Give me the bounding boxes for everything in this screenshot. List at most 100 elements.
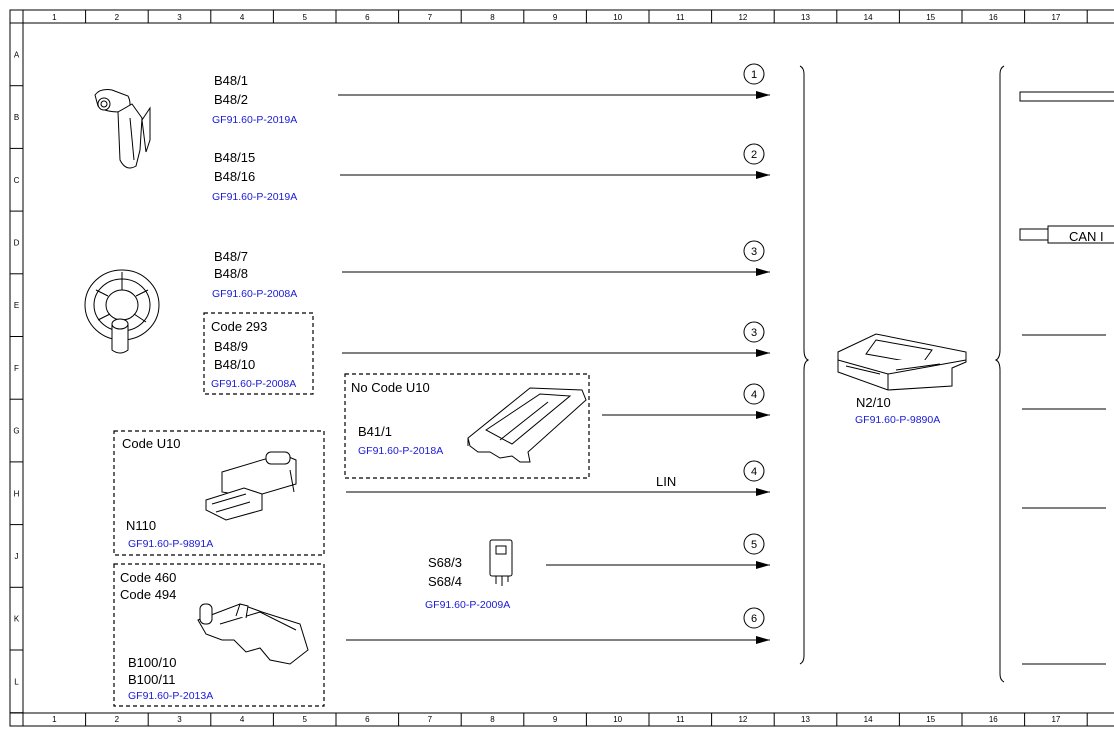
component-label: B48/8 [214, 266, 248, 281]
signal-lines [338, 91, 770, 644]
document-reference: GF91.60-P-2019A [212, 191, 297, 203]
input-brace [799, 65, 810, 665]
grid-column-label: 8 [490, 13, 495, 22]
document-reference: GF91.60-P-2018A [358, 445, 443, 457]
option-code-label: No Code U10 [351, 380, 430, 395]
grid-column-label: 1 [52, 13, 57, 22]
option-code-label: Code U10 [122, 436, 181, 451]
grid-column-label: 3 [177, 715, 182, 724]
grid-column-label: 10 [613, 715, 622, 724]
component-label: B48/15 [214, 150, 255, 165]
control-unit-reference: GF91.60-P-9890A [855, 414, 940, 426]
document-reference: GF91.60-P-2013A [128, 690, 213, 702]
grid-row-label: H [14, 489, 20, 498]
signal-number-2: 2 [751, 149, 757, 161]
component-label: B48/1 [214, 73, 248, 88]
option-code-label: Code 494 [120, 587, 176, 602]
can-bus-connector [1019, 228, 1049, 241]
grid-column-label: 17 [1051, 13, 1060, 22]
output-bus-connector-1 [1019, 91, 1114, 102]
signal-number-badge-3a [743, 240, 765, 262]
signal-number-3b: 3 [751, 327, 757, 339]
grid-column-label: 14 [864, 13, 873, 22]
grid-column-label: 16 [989, 13, 998, 22]
grid-column-label: 5 [302, 13, 307, 22]
option-code-label: Code 293 [211, 319, 267, 334]
grid-row-label: E [14, 301, 19, 310]
grid-column-label: 7 [428, 715, 433, 724]
grid-row-label: F [14, 364, 19, 373]
can-bus-label-box [1047, 225, 1114, 244]
component-label: B48/10 [214, 357, 255, 372]
steering-angle-sensor-illustration [84, 269, 160, 354]
signal-number-badge-6 [743, 607, 765, 629]
grid-column-label: 16 [989, 715, 998, 724]
signal-number-1: 1 [751, 69, 757, 81]
seat-belt-buckle-illustration [489, 539, 513, 586]
grid-row-label: L [14, 677, 19, 686]
signal-number-badge-2 [743, 143, 765, 165]
grid-column-label: 6 [365, 13, 370, 22]
component-label: S68/4 [428, 574, 462, 589]
grid-column-label: 10 [613, 13, 622, 22]
component-label: B48/7 [214, 249, 248, 264]
component-label: B48/2 [214, 92, 248, 107]
document-reference: GF91.60-P-2009A [425, 599, 510, 611]
grid-column-label: 8 [490, 715, 495, 724]
option-code-label: Code 460 [120, 570, 176, 585]
grid-column-label: 4 [240, 13, 245, 22]
grid-column-label: 11 [676, 715, 685, 724]
grid-column-label: 5 [302, 715, 307, 724]
can-bus-label: CAN I [1069, 229, 1104, 244]
document-reference: GF91.60-P-2008A [212, 288, 297, 300]
grid-row-label: A [14, 50, 20, 59]
grid-row-label: K [14, 615, 20, 624]
grid-row-label: B [14, 113, 19, 122]
control-unit-label: N2/10 [856, 395, 891, 410]
grid-column-label: 11 [676, 13, 685, 22]
signal-number-badge-1 [743, 63, 765, 85]
signal-number-badge-3b [743, 321, 765, 343]
b41-1-sensor-illustration [467, 387, 587, 463]
grid-column-label: 15 [926, 715, 935, 724]
steering-column-switch-illustration [94, 89, 151, 169]
signal-number-5: 5 [751, 539, 757, 551]
signal-number-badge-4a [743, 383, 765, 405]
component-label: N110 [126, 518, 156, 533]
grid-row-label: J [15, 552, 19, 561]
document-reference: GF91.60-P-2019A [212, 114, 297, 126]
grid-column-label: 3 [177, 13, 182, 22]
signal-number-4a: 4 [751, 389, 757, 401]
grid-column-label: 9 [553, 13, 558, 22]
grid-column-label: 13 [801, 715, 810, 724]
lin-bus-label: LIN [656, 474, 676, 489]
component-label: B41/1 [358, 424, 392, 439]
grid-row-label: D [14, 239, 20, 248]
component-label: B48/9 [214, 339, 248, 354]
signal-number-badge-5 [743, 533, 765, 555]
component-label: B100/11 [128, 672, 175, 687]
grid-column-label: 17 [1051, 715, 1060, 724]
grid-row-label: C [14, 176, 20, 185]
grid-column-label: 14 [864, 715, 873, 724]
signal-number-badge-4b [743, 460, 765, 482]
grid-column-label: 9 [553, 715, 558, 724]
n110-module-illustration [205, 451, 297, 521]
component-label: B48/16 [214, 169, 255, 184]
code-293-box [203, 312, 314, 395]
grid-column-label: 2 [115, 13, 120, 22]
document-reference: GF91.60-P-9891A [128, 538, 213, 550]
grid-column-label: 1 [52, 715, 57, 724]
n2-10-control-unit-illustration [837, 333, 967, 391]
code-460-494-box [113, 563, 325, 707]
component-label: S68/3 [428, 555, 462, 570]
grid-column-label: 15 [926, 13, 935, 22]
component-label: B100/10 [128, 655, 176, 670]
sheet-frame [9, 9, 1114, 727]
signal-number-3a: 3 [751, 246, 757, 258]
grid-column-label: 6 [365, 715, 370, 724]
code-u10-box [113, 430, 325, 556]
